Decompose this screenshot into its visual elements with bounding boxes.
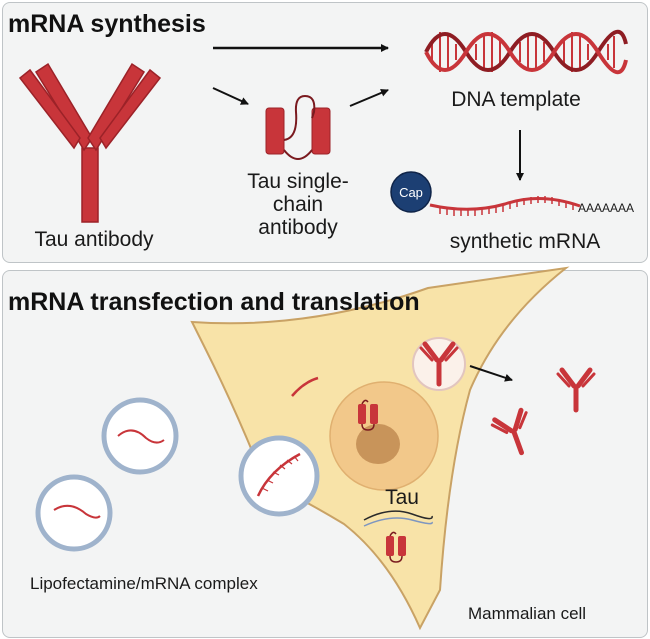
tau-scfv-label-line-2: chain — [272, 193, 324, 216]
liposome-icon — [101, 397, 179, 475]
dna-template-label: DNA template — [451, 88, 581, 111]
dna-helix-icon — [424, 30, 628, 74]
arrow-scfv-to-dna — [349, 89, 389, 107]
transfection-title: mRNA transfection and translation — [8, 288, 420, 316]
secreted-antibody-icon — [558, 370, 594, 410]
tau-antibody-label: Tau antibody — [34, 228, 154, 251]
cytoplasmic-mrna-icon — [291, 376, 319, 397]
tau-scfv-label-line-1: Tau single- — [247, 170, 349, 193]
tau-label: Tau — [385, 486, 419, 509]
tau-scfv-icon — [265, 94, 331, 160]
arrow-secretion — [469, 365, 513, 382]
nucleolus-shape — [356, 424, 400, 464]
synthetic-mrna-icon — [429, 196, 581, 216]
cap-icon — [390, 171, 432, 213]
tau-antibody-icon — [18, 62, 162, 223]
tau-scfv-label-line-3: antibody — [258, 216, 338, 239]
arrow-antibody-to-scfv — [212, 87, 249, 105]
cap-label: Cap — [399, 185, 423, 200]
lipofectamine-label: Lipofectamine/mRNA complex — [30, 574, 258, 593]
fusing-liposome-icon — [238, 435, 320, 517]
tau-scfv-label: Tau single- chain antibody — [228, 170, 368, 239]
liposome-icon — [35, 474, 113, 552]
synthetic-mrna-label: synthetic mRNA — [449, 230, 601, 253]
mrna-synthesis-title: mRNA synthesis — [8, 10, 206, 38]
mammalian-cell-label: Mammalian cell — [468, 604, 587, 623]
polya-tail-label: AAAAAAA — [578, 201, 634, 215]
secreted-antibody-icon — [491, 409, 539, 459]
ribosome-strand-icon — [363, 510, 433, 521]
